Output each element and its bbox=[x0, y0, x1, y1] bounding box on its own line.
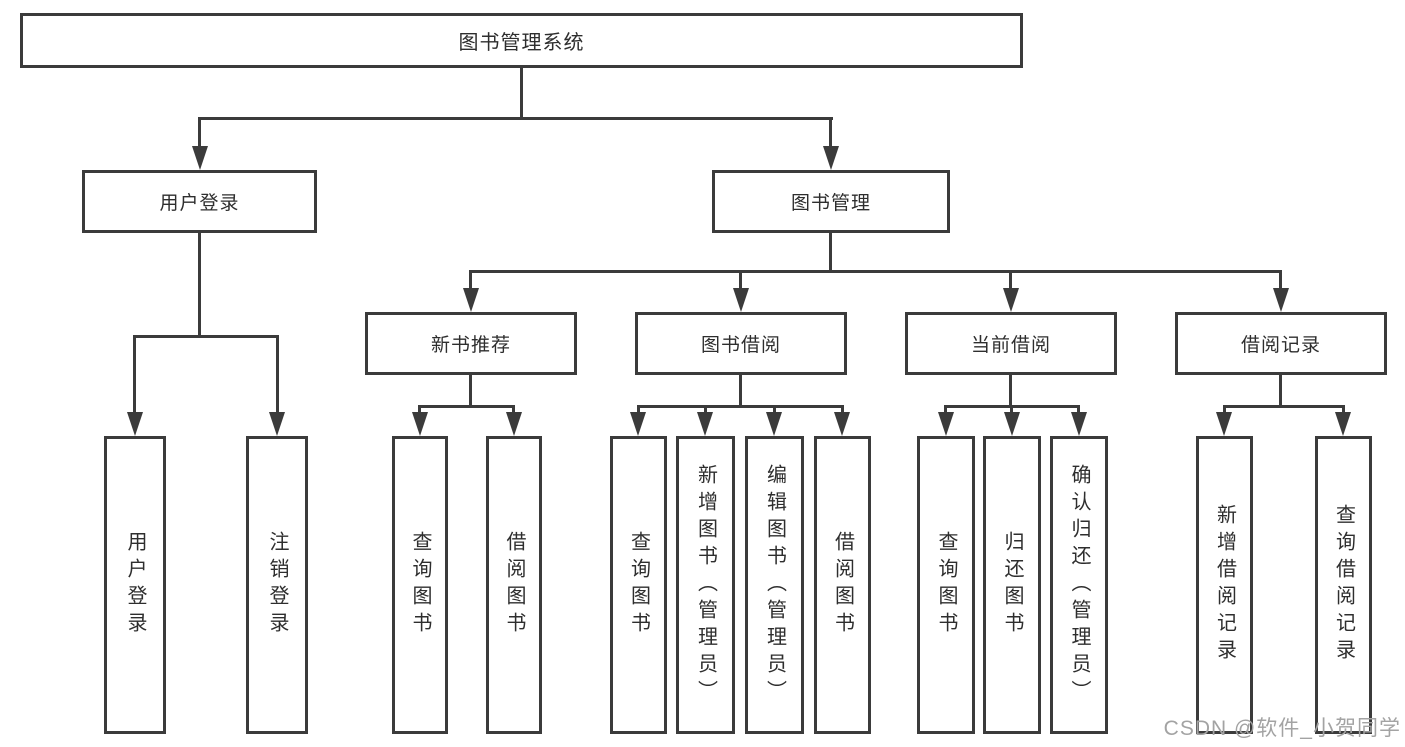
node-book-management-branch: 图书管理 bbox=[712, 170, 950, 233]
node-root-label: 图书管理系统 bbox=[458, 32, 585, 54]
node-book-borrowing-label: 图书借阅 bbox=[700, 335, 781, 356]
arrow-down-icon bbox=[938, 412, 954, 436]
arrow-down-icon bbox=[127, 412, 143, 436]
connector-vline bbox=[133, 335, 136, 414]
node-book-management-branch-label: 图书管理 bbox=[790, 193, 871, 214]
connector-vline bbox=[944, 405, 947, 415]
node-leaf-query-borrow-record: 查询借阅记录 bbox=[1315, 436, 1372, 734]
arrow-down-icon bbox=[269, 412, 285, 436]
node-root: 图书管理系统 bbox=[20, 13, 1023, 68]
connector-vline bbox=[1223, 405, 1226, 415]
connector-hline bbox=[418, 405, 515, 408]
node-leaf-borrow-books-a: 借阅图书 bbox=[486, 436, 542, 734]
arrow-down-icon bbox=[463, 288, 479, 312]
node-leaf-add-borrow-record: 新增借阅记录 bbox=[1196, 436, 1253, 734]
node-leaf-query-books-c: 查询图书 bbox=[917, 436, 975, 734]
leaf-label: 借阅图书 bbox=[831, 531, 854, 639]
connector-vline bbox=[1279, 270, 1282, 290]
node-leaf-query-books-b: 查询图书 bbox=[610, 436, 667, 734]
node-new-book-recommend: 新书推荐 bbox=[365, 312, 577, 375]
arrow-down-icon bbox=[823, 146, 839, 170]
leaf-label: 归还图书 bbox=[1001, 531, 1023, 639]
arrow-down-icon bbox=[1004, 412, 1020, 436]
node-leaf-logout: 注销登录 bbox=[246, 436, 308, 734]
connector-vline bbox=[773, 405, 776, 415]
node-leaf-edit-books-admin: 编辑图书（管理员） bbox=[745, 436, 804, 734]
connector-vline bbox=[198, 117, 201, 147]
node-leaf-return-books: 归还图书 bbox=[983, 436, 1041, 734]
leaf-label: 借阅图书 bbox=[503, 531, 525, 639]
connector-vline bbox=[1279, 375, 1282, 407]
connector-vline bbox=[1009, 270, 1012, 290]
leaf-label: 查询图书 bbox=[627, 531, 650, 639]
connector-vline bbox=[276, 335, 279, 414]
leaf-label: 查询借阅记录 bbox=[1332, 504, 1355, 666]
arrow-down-icon bbox=[1216, 412, 1232, 436]
node-current-borrowing: 当前借阅 bbox=[905, 312, 1117, 375]
arrow-down-icon bbox=[506, 412, 522, 436]
connector-vline bbox=[469, 375, 472, 407]
arrow-down-icon bbox=[192, 146, 208, 170]
connector-vline bbox=[829, 233, 832, 272]
connector-vline bbox=[739, 375, 742, 407]
leaf-label: 新增图书（管理员） bbox=[694, 463, 717, 707]
node-borrowing-records-label: 借阅记录 bbox=[1240, 335, 1321, 356]
connector-vline bbox=[739, 270, 742, 290]
leaf-label: 编辑图书（管理员） bbox=[763, 463, 786, 707]
connector-vline bbox=[637, 405, 640, 415]
arrow-down-icon bbox=[630, 412, 646, 436]
connector-hline bbox=[1223, 405, 1344, 408]
arrow-down-icon bbox=[733, 288, 749, 312]
arrow-down-icon bbox=[1273, 288, 1289, 312]
node-user-login-branch: 用户登录 bbox=[82, 170, 317, 233]
connector-vline bbox=[520, 68, 523, 117]
arrow-down-icon bbox=[1003, 288, 1019, 312]
leaf-label: 查询图书 bbox=[409, 531, 431, 639]
leaf-label: 用户登录 bbox=[124, 531, 146, 639]
csdn-watermark: CSDN @软件_小贺同学 bbox=[1163, 717, 1401, 740]
arrow-down-icon bbox=[766, 412, 782, 436]
arrow-down-icon bbox=[412, 412, 428, 436]
node-leaf-query-books-a: 查询图书 bbox=[392, 436, 448, 734]
leaf-label: 查询图书 bbox=[935, 531, 957, 639]
node-current-borrowing-label: 当前借阅 bbox=[970, 335, 1051, 356]
connector-vline bbox=[829, 117, 832, 147]
connector-vline bbox=[1010, 405, 1013, 415]
node-leaf-add-books-admin: 新增图书（管理员） bbox=[676, 436, 735, 734]
arrow-down-icon bbox=[1335, 412, 1351, 436]
connector-vline bbox=[704, 405, 707, 415]
connector-hline bbox=[637, 405, 844, 408]
leaf-label: 确认归还（管理员） bbox=[1068, 463, 1090, 707]
connector-vline bbox=[418, 405, 421, 415]
arrow-down-icon bbox=[697, 412, 713, 436]
connector-vline bbox=[469, 270, 472, 290]
connector-vline bbox=[1077, 405, 1080, 415]
connector-vline bbox=[512, 405, 515, 415]
node-borrowing-records: 借阅记录 bbox=[1175, 312, 1387, 375]
connector-vline bbox=[198, 233, 201, 337]
connector-hline bbox=[133, 335, 279, 338]
node-book-borrowing: 图书借阅 bbox=[635, 312, 847, 375]
node-new-book-recommend-label: 新书推荐 bbox=[430, 335, 511, 356]
arrow-down-icon bbox=[834, 412, 850, 436]
node-leaf-borrow-books-b: 借阅图书 bbox=[814, 436, 871, 734]
connector-hline bbox=[470, 270, 1281, 273]
connector-hline bbox=[198, 117, 833, 120]
arrow-down-icon bbox=[1071, 412, 1087, 436]
connector-vline bbox=[841, 405, 844, 415]
node-user-login-branch-label: 用户登录 bbox=[159, 193, 240, 214]
leaf-label: 注销登录 bbox=[266, 531, 288, 639]
connector-vline bbox=[1342, 405, 1345, 415]
leaf-label: 新增借阅记录 bbox=[1213, 504, 1236, 666]
connector-vline bbox=[1009, 375, 1012, 407]
node-leaf-user-login: 用户登录 bbox=[104, 436, 166, 734]
node-leaf-confirm-return-admin: 确认归还（管理员） bbox=[1050, 436, 1108, 734]
